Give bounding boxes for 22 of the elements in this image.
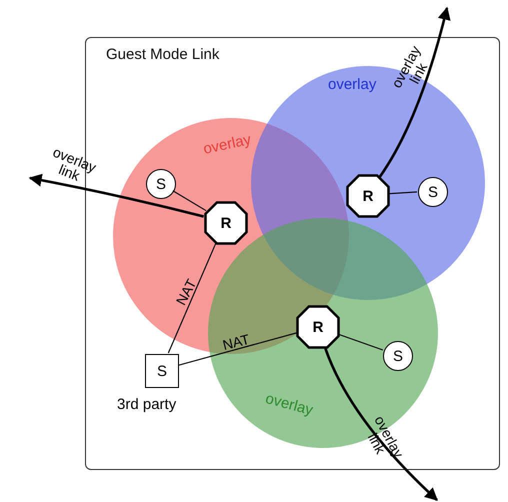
arrow xyxy=(324,347,438,501)
circle-label: overlay xyxy=(328,76,376,93)
arrow xyxy=(378,6,450,178)
circle-label: overlay xyxy=(202,131,253,158)
edge-label: NAT xyxy=(172,275,200,310)
router-octagon: R xyxy=(346,174,390,218)
circle-label: overlay xyxy=(264,390,315,419)
connector-line xyxy=(168,242,217,354)
server-circle: S xyxy=(418,177,448,207)
server-circle: S xyxy=(146,169,176,199)
frame-title: Guest Mode Link xyxy=(106,46,220,63)
connector-line xyxy=(172,190,206,212)
arrow xyxy=(28,174,204,218)
connector-line xyxy=(388,191,418,194)
router-octagon: R xyxy=(296,305,340,349)
connector-line xyxy=(178,332,297,366)
edge-label: NAT xyxy=(220,330,252,354)
node-caption: 3rd party xyxy=(117,396,176,413)
server-square: S xyxy=(145,354,179,388)
server-circle: S xyxy=(383,341,413,371)
router-octagon: R xyxy=(204,201,248,245)
connector-line xyxy=(338,334,384,350)
